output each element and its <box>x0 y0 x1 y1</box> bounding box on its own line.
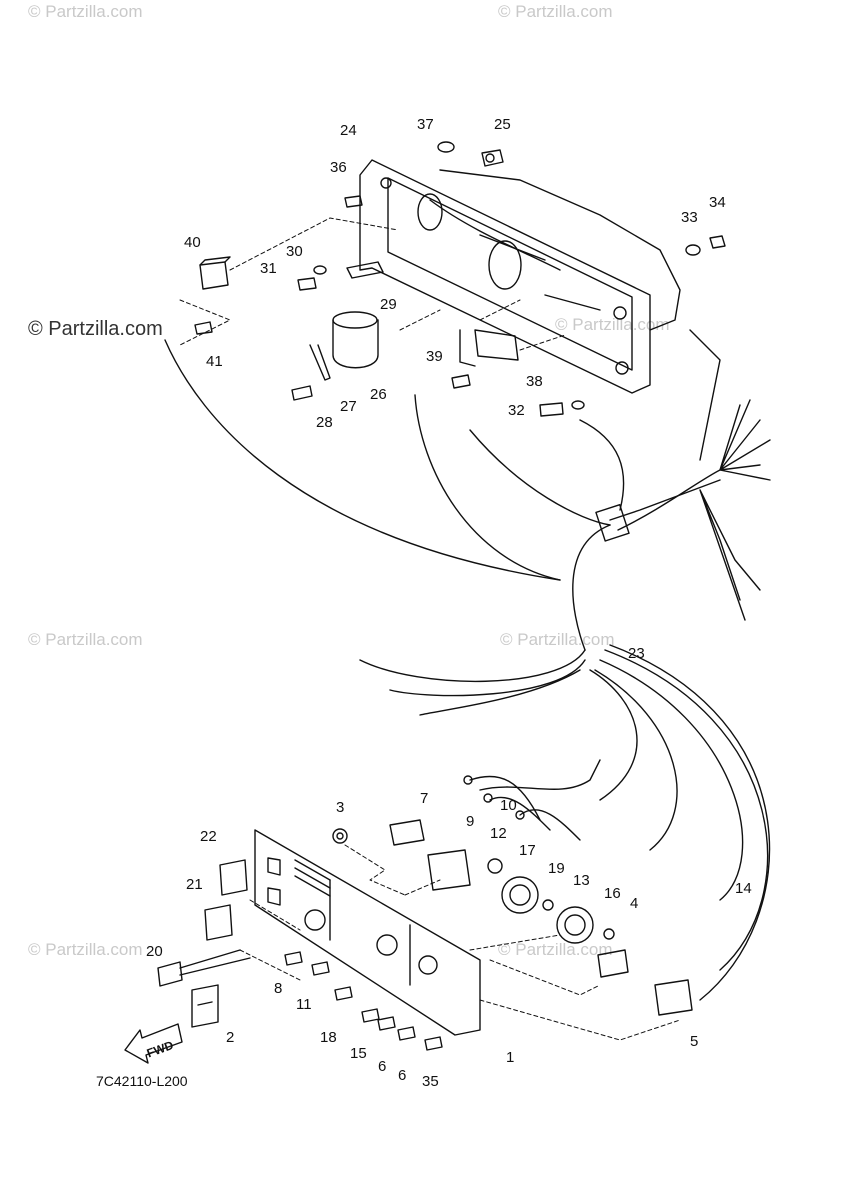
plate-29 <box>346 261 384 279</box>
watermark: © Partzilla.com <box>28 630 143 649</box>
screw-31 <box>297 277 317 291</box>
washer-16 <box>603 928 615 940</box>
callout-15: 15 <box>350 1045 367 1062</box>
screw-41 <box>194 321 213 335</box>
watermark: © Partzilla.com <box>498 2 613 21</box>
callout-23: 23 <box>628 645 645 662</box>
fwd-arrow <box>124 1023 183 1064</box>
panel-1 <box>254 829 481 1036</box>
callout-21: 21 <box>186 876 203 893</box>
condenser-26 <box>332 311 379 369</box>
switch-21 <box>204 904 233 941</box>
callout-28: 28 <box>316 414 333 431</box>
bracket-frame-24 <box>359 159 681 394</box>
callout-6b: 6 <box>398 1067 406 1084</box>
callout-33: 33 <box>681 209 698 226</box>
switch-22 <box>219 859 248 896</box>
receptacle-13 <box>556 906 594 944</box>
callout-29: 29 <box>380 296 397 313</box>
callout-2: 2 <box>226 1029 234 1046</box>
watermark: © Partzilla.com <box>555 315 670 334</box>
callout-34: 34 <box>709 194 726 211</box>
callout-36: 36 <box>330 159 347 176</box>
callout-8: 8 <box>274 980 282 997</box>
receptacle-17 <box>501 876 539 914</box>
callout-10: 10 <box>500 797 517 814</box>
callout-24: 24 <box>340 122 357 139</box>
switch-4 <box>597 949 629 978</box>
callout-11: 11 <box>296 996 312 1013</box>
callout-17: 17 <box>519 842 536 859</box>
callout-39: 39 <box>426 348 443 365</box>
screw-28 <box>291 385 313 401</box>
callout-40: 40 <box>184 234 201 251</box>
meter-2 <box>191 984 219 1028</box>
callouts: 1 2 3 4 5 6 6 7 8 9 10 11 12 13 14 15 16… <box>146 116 752 1090</box>
callout-7: 7 <box>420 790 428 807</box>
screw-39 <box>451 374 471 389</box>
bolt-36 <box>344 195 363 208</box>
watermark: © Partzilla.com <box>28 2 143 21</box>
washer-19 <box>542 899 554 911</box>
breaker-7 <box>389 819 425 846</box>
callout-31: 31 <box>260 260 277 277</box>
callout-1: 1 <box>506 1049 514 1066</box>
leader-lines-bottom <box>239 844 681 1041</box>
watermark: © Partzilla.com <box>28 318 163 340</box>
clamp-27 <box>309 344 331 381</box>
watermark: © Partzilla.com <box>28 940 143 959</box>
nut-34 <box>709 235 726 249</box>
relay-38 <box>459 329 519 367</box>
bolt-32 <box>539 400 585 417</box>
callout-35: 35 <box>422 1073 439 1090</box>
panel-screws <box>284 951 443 1051</box>
callout-27: 27 <box>340 398 357 415</box>
leader-lines-top <box>179 217 566 351</box>
receptacle-9 <box>427 849 471 891</box>
callout-22: 22 <box>200 828 217 845</box>
diagram-code: 7C42110-L200 <box>96 1073 188 1089</box>
relay-40 <box>199 256 231 290</box>
callout-26: 26 <box>370 386 387 403</box>
callout-18: 18 <box>320 1029 337 1046</box>
callout-38: 38 <box>526 373 543 390</box>
watermark: © Partzilla.com <box>498 940 613 959</box>
bolt-25 <box>481 149 504 167</box>
callout-14: 14 <box>735 880 752 897</box>
breaker-5 <box>654 979 693 1016</box>
callout-5: 5 <box>690 1033 698 1050</box>
callout-20: 20 <box>146 943 163 960</box>
washer-33 <box>685 244 701 256</box>
callout-19: 19 <box>548 860 565 877</box>
callout-32: 32 <box>508 402 525 419</box>
watermark: © Partzilla.com <box>500 630 615 649</box>
callout-9: 9 <box>466 813 474 830</box>
callout-6a: 6 <box>378 1058 386 1075</box>
callout-12: 12 <box>490 825 507 842</box>
callout-41: 41 <box>206 353 223 370</box>
washer-37 <box>437 141 455 153</box>
lead-wires-10 <box>463 775 581 841</box>
callout-13: 13 <box>573 872 590 889</box>
callout-37: 37 <box>417 116 434 133</box>
fwd-label: FWD <box>145 1038 176 1061</box>
main-harness-23 <box>164 329 771 1001</box>
socket-20 <box>157 949 251 987</box>
washer-30 <box>313 265 327 275</box>
washer-3 <box>332 828 348 844</box>
callout-4: 4 <box>630 895 638 912</box>
callout-30: 30 <box>286 243 303 260</box>
callout-16: 16 <box>604 885 621 902</box>
callout-25: 25 <box>494 116 511 133</box>
washer-12 <box>487 858 503 874</box>
callout-3: 3 <box>336 799 344 816</box>
